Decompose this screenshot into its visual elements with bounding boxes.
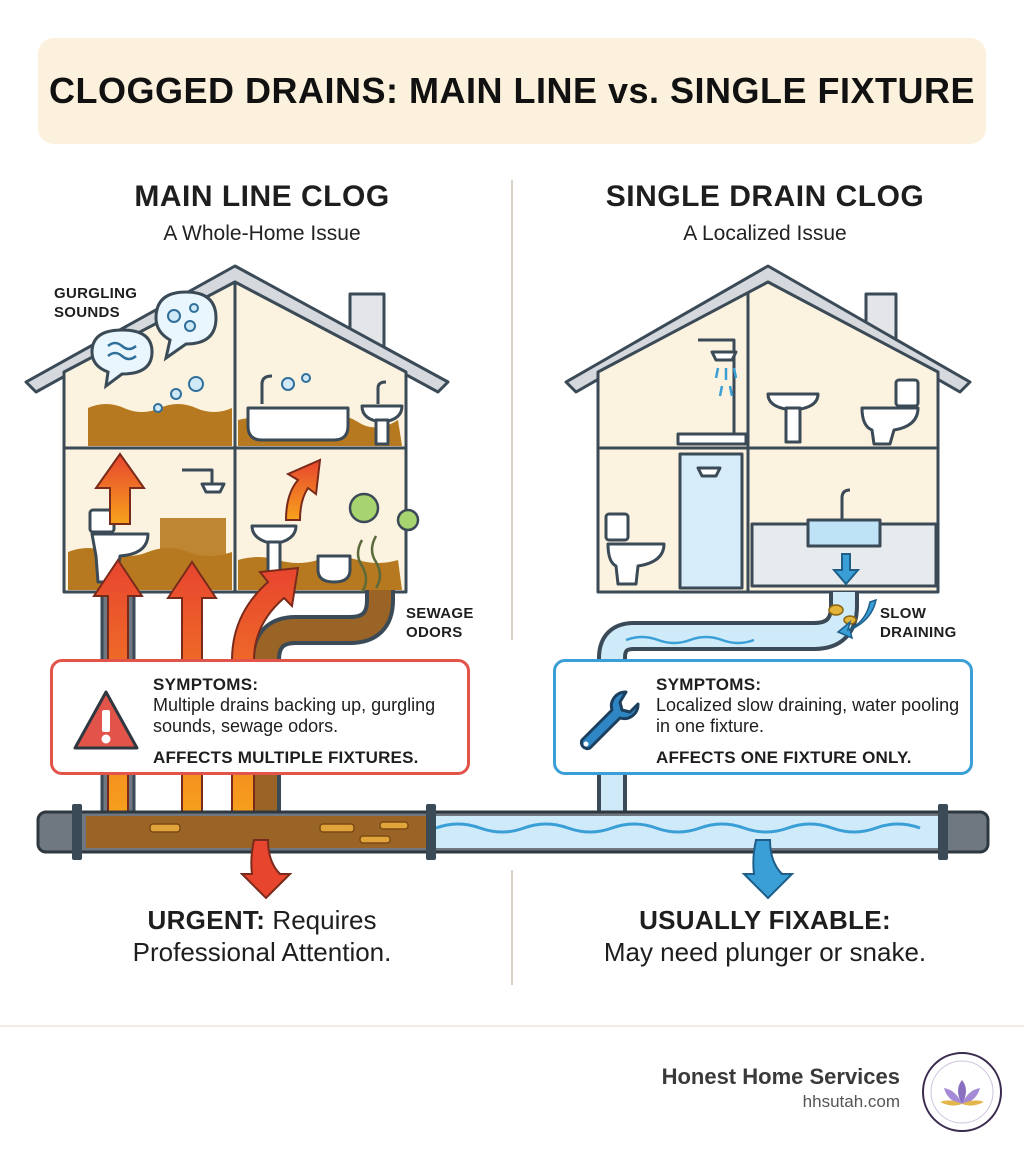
- gurgling-sounds-callout: GURGLING SOUNDS: [54, 284, 137, 322]
- column-divider-top: [511, 180, 513, 640]
- down-arrow-icon: [831, 553, 861, 586]
- brand-url: hhsutah.com: [802, 1092, 900, 1111]
- odor-bubbles-icon: [348, 492, 420, 532]
- slow-draining-callout: SLOW DRAINING: [880, 604, 957, 642]
- left-outcome: URGENT: Requires Professional Attention.: [42, 904, 482, 968]
- left-subheading: A Whole-Home Issue: [163, 222, 361, 245]
- symptoms-label: SYMPTOMS:: [656, 675, 762, 694]
- clog-debris-icon: [828, 604, 857, 625]
- right-column-header: SINGLE DRAIN CLOG A Localized Issue: [545, 180, 985, 246]
- symptoms-text: Multiple drains backing up, gurgling sou…: [153, 695, 436, 736]
- fixable-label: USUALLY FIXABLE:: [639, 905, 891, 935]
- callout-line: SOUNDS: [54, 304, 120, 321]
- callout-line: SLOW: [880, 605, 927, 622]
- column-divider-bottom: [511, 870, 513, 985]
- right-outflow-arrow-icon: [741, 839, 795, 900]
- left-symptoms-box: SYMPTOMS: Multiple drains backing up, gu…: [50, 659, 470, 775]
- fixable-line2: May need plunger or snake.: [603, 937, 927, 967]
- bubbles-icon: [153, 373, 311, 413]
- urgent-line2: Professional Attention.: [132, 937, 392, 967]
- warning-triangle-icon: [73, 690, 139, 750]
- urgent-label: URGENT:: [147, 905, 266, 935]
- right-subheading: A Localized Issue: [683, 222, 847, 245]
- affects-text: AFFECTS ONE FIXTURE ONLY.: [656, 748, 912, 767]
- brand-block: Honest Home Services hhsutah.com: [662, 1064, 900, 1112]
- right-outcome: USUALLY FIXABLE: May need plunger or sna…: [545, 904, 985, 968]
- right-symptoms-box: SYMPTOMS: Localized slow draining, water…: [553, 659, 973, 775]
- bubble-dots-icon: [167, 303, 199, 332]
- callout-line: ODORS: [406, 624, 463, 641]
- shower-drops-icon: [714, 367, 738, 397]
- wrench-icon: [579, 690, 640, 751]
- page-title: CLOGGED DRAINS: MAIN LINE vs. SINGLE FIX…: [48, 70, 976, 111]
- swirl-arrow-icon: [836, 598, 877, 640]
- title-banner: CLOGGED DRAINS: MAIN LINE vs. SINGLE FIX…: [38, 38, 986, 144]
- left-column-header: MAIN LINE CLOG A Whole-Home Issue: [42, 180, 482, 246]
- symptoms-label: SYMPTOMS:: [153, 675, 259, 694]
- left-outflow-arrow-icon: [239, 839, 293, 900]
- odor-wave-icon: [356, 535, 382, 593]
- urgent-text: Requires: [265, 905, 377, 935]
- callout-line: SEWAGE: [406, 605, 474, 622]
- symptoms-text: Localized slow draining, water pooling i…: [656, 695, 960, 736]
- lotus-logo-icon: [922, 1052, 1002, 1132]
- callout-line: DRAINING: [880, 624, 957, 641]
- footer-divider: [0, 1025, 1024, 1027]
- brand-name: Honest Home Services: [661, 1064, 900, 1089]
- main-sewer-line: [36, 804, 990, 860]
- affects-text: AFFECTS MULTIPLE FIXTURES.: [153, 748, 419, 767]
- callout-line: GURGLING: [54, 285, 138, 302]
- plumbing-illustration: [24, 264, 990, 900]
- sewage-odors-callout: SEWAGE ODORS: [406, 604, 474, 642]
- wave-icon: [107, 341, 137, 361]
- right-heading: SINGLE DRAIN CLOG: [605, 180, 925, 213]
- left-heading: MAIN LINE CLOG: [134, 180, 390, 213]
- right-house: [564, 264, 972, 594]
